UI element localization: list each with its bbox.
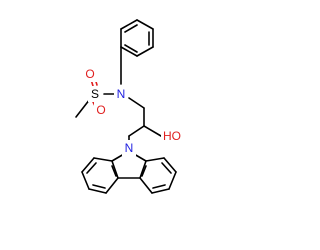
svg-text:HO: HO (163, 129, 181, 143)
atom-label-o-sulfonyl-top: O (83, 66, 97, 82)
svg-text:S: S (91, 87, 99, 101)
atom-label-o-sulfonyl-bottom: O (94, 102, 108, 118)
atom-label-hydroxyl: HO (161, 128, 183, 144)
bond-n-ch2 (128, 97, 145, 109)
phenyl-ring (120, 19, 154, 57)
chemical-structure-diagram: N S O O HO N (75, 19, 183, 194)
carbazole-ring-system (81, 153, 177, 194)
bond-choh-oh (143, 125, 162, 137)
atom-label-s-sulfonyl: S (88, 86, 102, 102)
svg-text:N: N (117, 87, 126, 101)
svg-text:O: O (96, 103, 105, 117)
atom-label-n-carbazole: N (122, 140, 136, 156)
atom-label-n-sulfonamide: N (114, 86, 128, 102)
svg-text:N: N (125, 141, 134, 155)
svg-text:O: O (85, 67, 94, 81)
bond-choh-ch2 (128, 125, 145, 137)
bond-s-methyl (75, 98, 91, 118)
